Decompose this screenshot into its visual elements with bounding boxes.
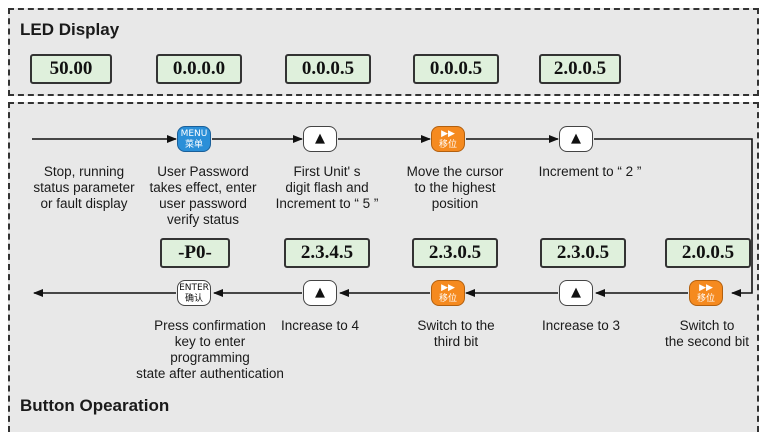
led-display-title: LED Display <box>20 20 120 39</box>
up-arrow-icon: ▲ <box>303 126 337 152</box>
led-value-1: 50.00 <box>30 54 112 84</box>
led-value-2: 0.0.0.0 <box>156 54 242 84</box>
enter-button-icon: ENTER 确认 <box>177 280 211 306</box>
up-arrow-icon: ▲ <box>303 280 337 306</box>
caption-switch-third: Switch to the third bit <box>417 318 495 349</box>
lcd-2345: 2.3.4.5 <box>284 238 370 268</box>
caption-increment-2: Increment to “ 2 ” <box>538 164 642 179</box>
shift-button-icon: ▶▶ 移位 <box>431 280 465 306</box>
caption-increase-3: Increase to 3 <box>541 318 621 333</box>
caption-press-confirmation: Press confirmation key to enter programm… <box>136 318 284 381</box>
shift-button-icon: ▶▶ 移位 <box>431 126 465 152</box>
lcd-2305-b: 2.3.0.5 <box>540 238 626 268</box>
led-value-4: 0.0.0.5 <box>413 54 499 84</box>
caption-switch-second: Switch to the second bit <box>664 318 750 349</box>
led-value-5: 2.0.0.5 <box>539 54 621 84</box>
menu-button-icon: MENU 菜单 <box>177 126 211 152</box>
button-operation-panel <box>8 102 759 432</box>
caption-stop-running: Stop, running status parameter or fault … <box>33 164 135 211</box>
wrap-arrow <box>594 138 753 297</box>
led-display-panel: LED Display 50.00 0.0.0.0 0.0.0.5 0.0.0.… <box>8 8 759 96</box>
shift-button-icon: ▶▶ 移位 <box>689 280 723 306</box>
up-arrow-icon: ▲ <box>559 280 593 306</box>
flow-arrows <box>32 135 753 297</box>
caption-increase-4: Increase to 4 <box>280 318 360 333</box>
caption-first-unit: First Unit' s digit flash and Increment … <box>275 164 379 211</box>
up-arrow-icon: ▲ <box>559 126 593 152</box>
led-value-3: 0.0.0.5 <box>285 54 371 84</box>
lcd-2005: 2.0.0.5 <box>665 238 751 268</box>
button-operation-title: Button Opearation <box>20 396 170 415</box>
caption-move-cursor: Move the cursor to the highest position <box>406 164 504 211</box>
lcd-p0: -P0- <box>160 238 230 268</box>
caption-user-password: User Password takes effect, enter user p… <box>149 164 257 227</box>
lcd-2305-a: 2.3.0.5 <box>412 238 498 268</box>
